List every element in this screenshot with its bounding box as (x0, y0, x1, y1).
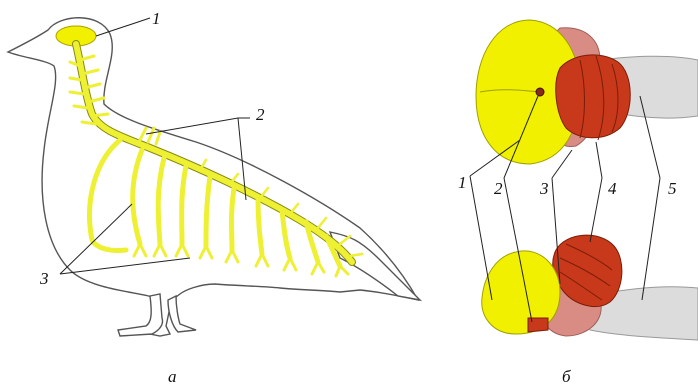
pineal-top (536, 88, 544, 96)
brain-side-view (482, 235, 698, 340)
panel-a-label-2: 2 (256, 105, 265, 124)
panel-b-label-4: 4 (608, 179, 617, 198)
bird-leg-back (168, 296, 196, 332)
optic-lobe-side (528, 318, 548, 332)
brain-top-view (476, 20, 698, 164)
panel-b-label-5: 5 (668, 179, 677, 198)
panel-a-label-3: 3 (39, 269, 49, 288)
panel-b-caption: б (562, 367, 571, 386)
panel-a-bird: 1 2 3 а (8, 9, 420, 386)
panel-a-caption: а (168, 367, 177, 386)
panel-b-label-1: 1 (458, 173, 467, 192)
panel-b-brain: 1 2 3 4 5 б (458, 20, 698, 386)
panel-a-label-1: 1 (152, 9, 161, 28)
bird-leg-front (118, 294, 163, 336)
cerebellum-top (556, 55, 631, 138)
panel-b-label-3: 3 (539, 179, 549, 198)
panel-b-label-2: 2 (494, 179, 503, 198)
